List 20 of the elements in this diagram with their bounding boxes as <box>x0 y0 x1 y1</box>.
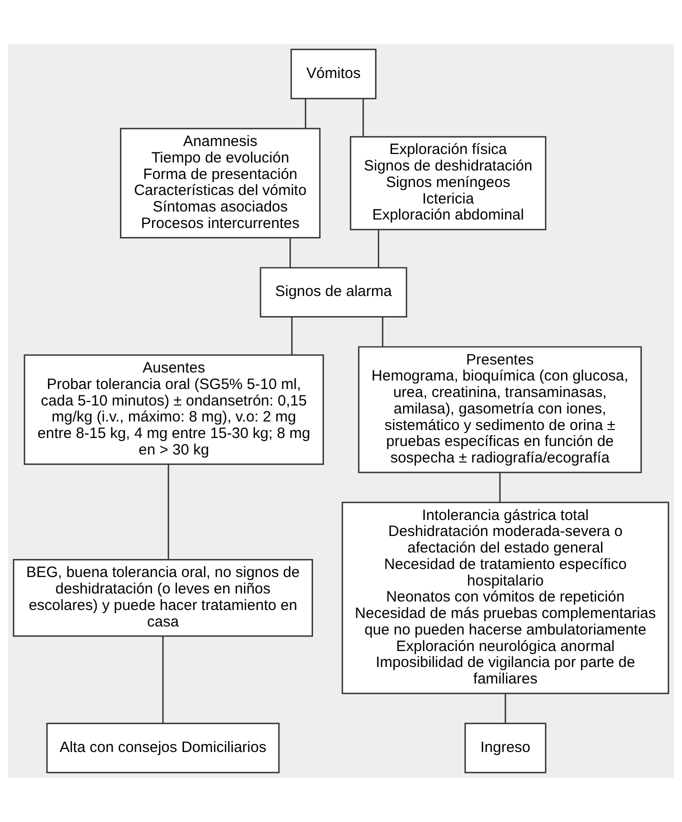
node-box: Signos de alarma <box>260 267 408 318</box>
connector <box>382 317 384 347</box>
connector <box>290 238 291 268</box>
node-box: Presentes Hemograma, bioquímica (con glucosa, urea, creatinina, transaminasas, amilasa), gasometría con iones, sistemático y sedimento de orina ± pruebas específicas en función de sospecha ± radiografía/ecografía <box>358 346 642 474</box>
connector <box>499 472 501 502</box>
node-box: BEG, buena tolerancia oral, no signos de deshidratación (o leves en niños escolares) y puede hacer tratamiento en casa <box>12 559 314 637</box>
connector <box>504 694 506 724</box>
node-box: Intolerancia gástrica total Deshidratación moderada-severa o afectación del estado general Necesidad de tratamiento específico hospitalario Neonatos con vómitos de repetición Necesidad de más pruebas complementarias que no pueden hacerse ambulatoriamente Exploración neurológica anormal Imposibilidad de vigilancia por parte de familiares <box>342 502 670 694</box>
connector <box>168 464 170 560</box>
node-box: Ausentes Probar tolerancia oral (SG5% 5-10 ml, cada 5-10 minutos) ± ondansetrón: 0,15 mg/kg (i.v., máximo: 8 mg), v.o: 2 mg entre 8-15 kg, 4 mg entre 15-30 kg; 8 mg en > 30 kg <box>24 354 324 465</box>
connector <box>378 230 380 268</box>
connector <box>304 98 306 128</box>
node-box: Ingreso <box>464 722 546 774</box>
connector <box>291 317 293 355</box>
node-box: Vómitos <box>290 48 376 100</box>
node-box: Anamnesis Tiempo de evolución Forma de presentación Características del vómito Síntomas asociados Procesos intercurrentes <box>120 128 321 238</box>
connector <box>362 98 364 137</box>
node-box: Exploración física Signos de deshidratación Signos meníngeos Ictericia Exploración abdominal <box>350 136 546 230</box>
connector <box>162 636 164 723</box>
node-box: Alta con consejos Domiciliarios <box>46 722 280 774</box>
